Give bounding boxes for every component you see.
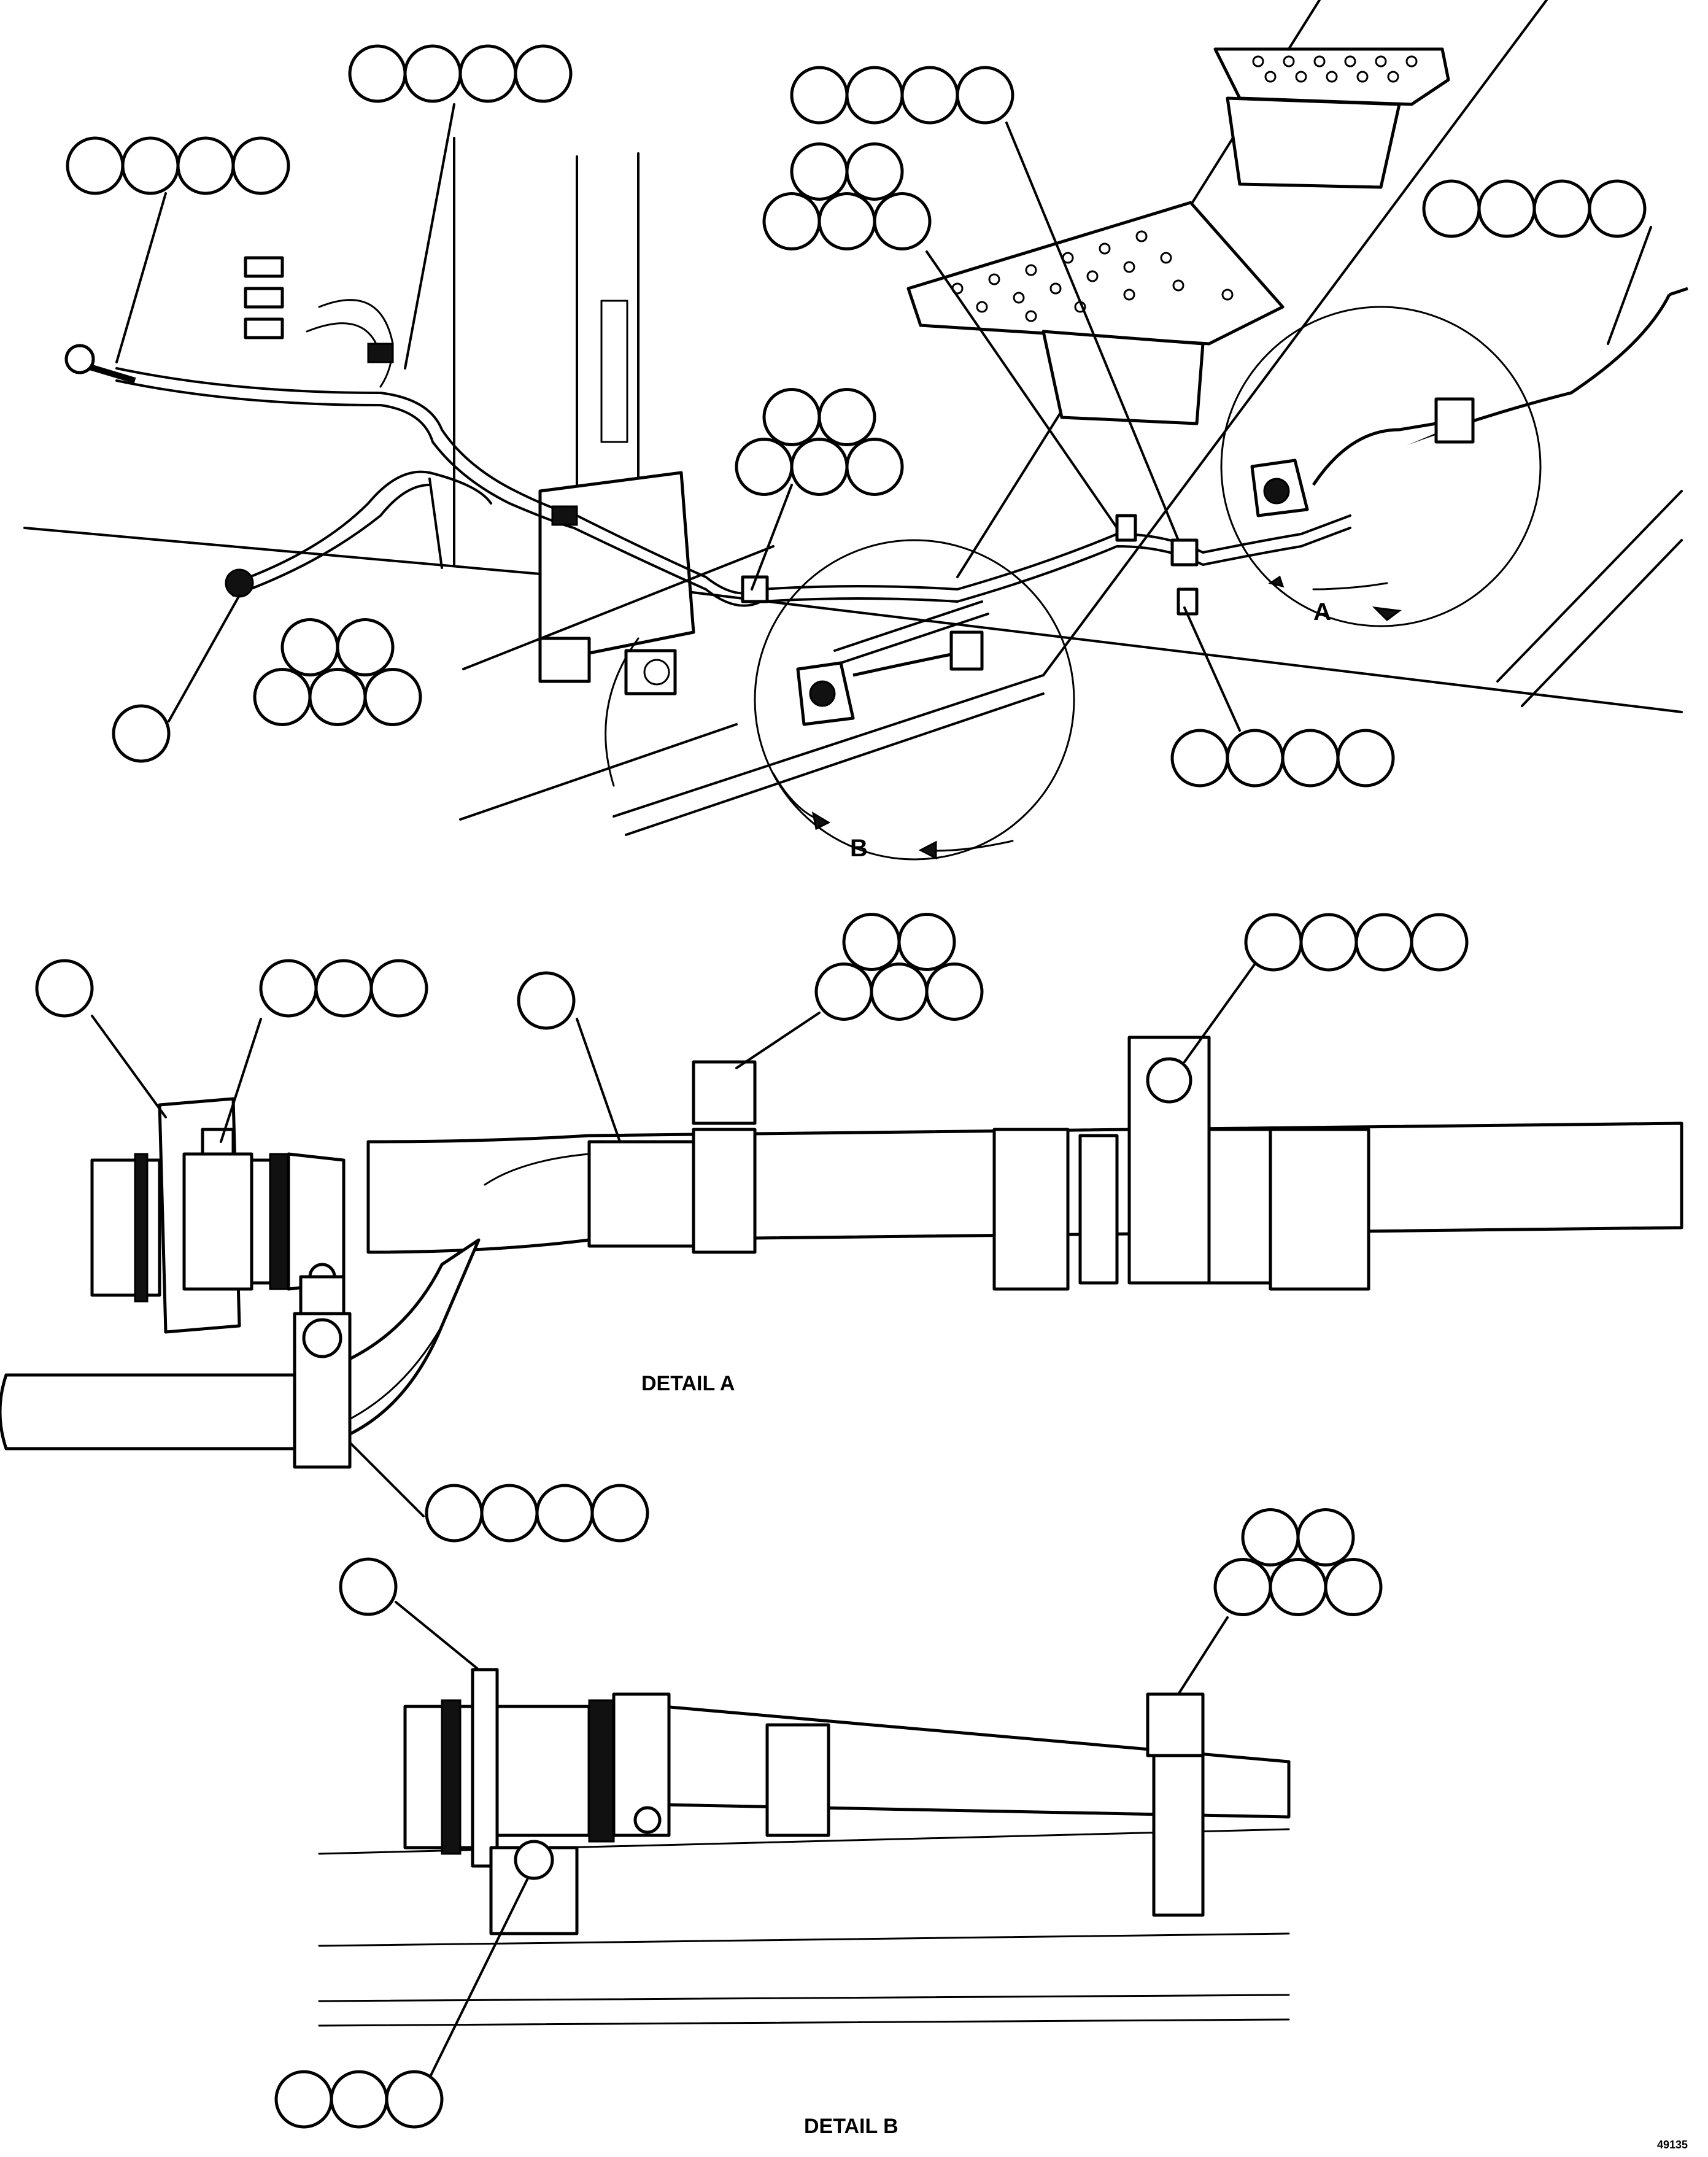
callout-bubble xyxy=(1241,1508,1300,1566)
callout-bubble xyxy=(1269,1558,1327,1616)
callout-bubble xyxy=(1422,179,1481,238)
callout-bubble xyxy=(790,438,849,496)
callout-bubble xyxy=(762,388,821,446)
callout-detail-a-lower-clamp xyxy=(425,1484,649,1543)
callout-bubble xyxy=(1299,913,1358,972)
drawing-number: 49135 xyxy=(1657,2139,1688,2151)
callout-bubble xyxy=(66,136,125,195)
callout-bubble xyxy=(514,44,573,103)
callout-bubble xyxy=(845,142,904,201)
callout-bubble xyxy=(425,1484,484,1543)
callout-bubble xyxy=(735,438,794,496)
callout-bubble xyxy=(1213,1558,1272,1616)
upper-step xyxy=(1213,47,1450,189)
lower-step xyxy=(906,201,1285,425)
callout-bubble xyxy=(1281,729,1340,788)
callout-harness-clip xyxy=(348,44,573,103)
callout-bubble xyxy=(762,192,821,250)
callout-bubble xyxy=(458,44,517,103)
callout-bubble xyxy=(1477,179,1536,238)
callout-bubble xyxy=(1532,179,1591,238)
callout-bubble xyxy=(121,136,180,195)
detail-b-marker: B xyxy=(850,835,868,862)
callout-bubble xyxy=(1296,1508,1355,1566)
callout-detail-a-nut xyxy=(259,959,428,1018)
detail-a-title: DETAIL A xyxy=(641,1372,735,1395)
callout-bubble xyxy=(112,704,171,763)
callout-bubble xyxy=(403,44,462,103)
callout-bubble xyxy=(900,66,959,125)
callout-bubble xyxy=(369,959,428,1018)
callout-bubble xyxy=(1170,729,1229,788)
callout-bubble xyxy=(956,66,1014,125)
callout-bubble xyxy=(790,66,849,125)
callout-bubble xyxy=(336,618,395,676)
callout-top-left-harness xyxy=(66,136,290,195)
detail-a-circle xyxy=(1220,306,1542,627)
callout-bubble xyxy=(385,2070,444,2129)
callout-bubble xyxy=(480,1484,539,1543)
callout-bubble xyxy=(790,142,849,201)
callout-bubble xyxy=(1336,729,1395,788)
detail-b-title: DETAIL B xyxy=(804,2115,898,2138)
callout-bubble xyxy=(535,1484,594,1543)
callout-bubble xyxy=(253,668,312,726)
callout-bubble xyxy=(35,959,94,1018)
callout-bubble xyxy=(925,962,984,1021)
callout-main-bracket xyxy=(735,388,904,496)
callout-detail-a-clamp xyxy=(814,913,984,1021)
callout-bubble xyxy=(259,959,318,1018)
callout-detail-a-bulkhead xyxy=(1244,913,1469,972)
detail-a-view: DETAIL A xyxy=(0,913,1683,1543)
callout-bubble xyxy=(280,618,339,676)
detail-b-circle xyxy=(754,539,1075,861)
callout-detail-a-connector xyxy=(35,959,94,1018)
callout-bubble xyxy=(870,962,929,1021)
callout-bubble xyxy=(1324,1558,1383,1616)
callout-bubble xyxy=(314,959,373,1018)
callout-bubble xyxy=(330,2070,388,2129)
callout-bubble xyxy=(1354,913,1413,972)
callout-bubble xyxy=(873,192,932,250)
callout-bubble xyxy=(308,668,367,726)
callout-bubble xyxy=(348,44,407,103)
callout-bubble xyxy=(1410,913,1469,972)
detail-b-view: DETAIL B 49135 xyxy=(274,1508,1688,2151)
callout-main-clip-center xyxy=(253,618,422,726)
callout-bubble xyxy=(1244,913,1303,972)
callout-detail-a-harness xyxy=(517,971,576,1030)
callout-bubble xyxy=(842,913,901,971)
callout-detail-b-clamp xyxy=(1213,1508,1383,1616)
callout-main-connector xyxy=(112,704,171,763)
callout-bubble xyxy=(1226,729,1285,788)
callout-step-clip-top xyxy=(790,66,1014,125)
callout-bubble xyxy=(339,1557,398,1616)
callout-main-right-hose xyxy=(1422,179,1647,238)
callout-bubble xyxy=(517,971,576,1030)
callout-bubble xyxy=(814,962,873,1021)
callout-bubble xyxy=(1588,179,1647,238)
callout-bubble xyxy=(176,136,235,195)
callout-bubble xyxy=(817,192,876,250)
callout-main-clamp-bottom xyxy=(1170,729,1395,788)
callout-bubble xyxy=(231,136,290,195)
callout-bubble xyxy=(363,668,422,726)
callout-bubble xyxy=(590,1484,649,1543)
detail-a-marker: A xyxy=(1313,598,1331,625)
callout-bubble xyxy=(845,438,904,496)
callout-detail-b-bolt xyxy=(274,2070,444,2129)
callout-bubble xyxy=(845,66,904,125)
callout-detail-b-connector xyxy=(339,1557,398,1616)
callout-bubble xyxy=(274,2070,333,2129)
main-view: A B xyxy=(23,0,1688,862)
callout-bubble xyxy=(817,388,876,446)
callout-step-clip-mid xyxy=(762,142,932,250)
callout-bubble xyxy=(897,913,956,971)
